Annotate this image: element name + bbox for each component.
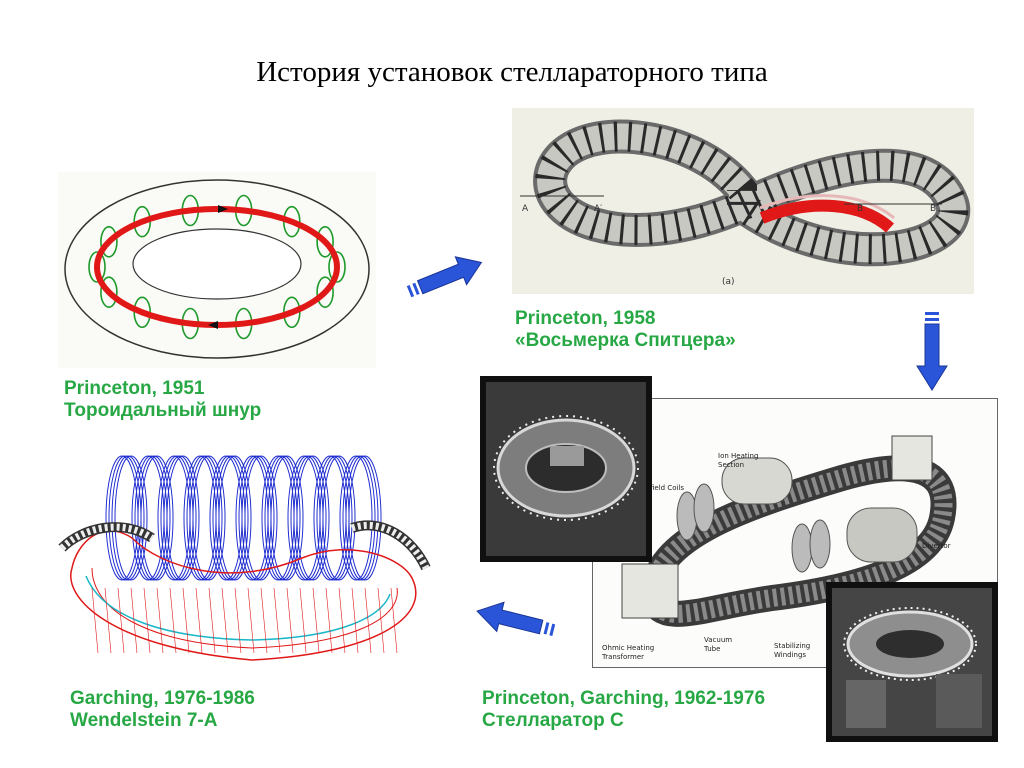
- arrow-right-icon: [404, 252, 492, 300]
- mesh-line: [247, 587, 255, 654]
- label-a-prime: A′: [594, 204, 602, 214]
- mesh-line: [195, 587, 203, 654]
- label-vacuum-2: Tube: [703, 645, 720, 653]
- mesh-line: [169, 587, 177, 654]
- mesh-line: [117, 587, 125, 654]
- label-stabilizing-2: Windings: [774, 651, 806, 659]
- torus-1951-figure: [58, 172, 376, 368]
- label-ohmic-2: Transformer: [601, 653, 644, 661]
- coil-ring: [192, 455, 226, 581]
- mesh-line: [351, 587, 359, 654]
- mesh-line: [364, 587, 372, 654]
- coil-ring: [244, 455, 278, 581]
- mesh-line: [325, 587, 333, 654]
- coil-ring: [322, 455, 356, 581]
- stellarator-c-photo-1: [480, 376, 652, 562]
- coil-ring: [339, 455, 373, 581]
- caption-wendelstein-7a: Garching, 1976-1986 Wendelstein 7-A: [70, 688, 255, 731]
- coil-ring: [140, 455, 174, 581]
- label-stabilizing-1: Stabilizing: [774, 642, 810, 650]
- label-ion-heating-1: Ion Heating: [718, 452, 758, 460]
- coil-ring: [319, 455, 353, 581]
- field-loop: [100, 226, 118, 258]
- coil-ring: [114, 455, 148, 581]
- coil-ring: [296, 455, 330, 581]
- slide-title: История установок стеллараторного типа: [256, 56, 768, 88]
- coil-ring: [261, 455, 295, 581]
- coil-ring: [241, 455, 275, 581]
- coil-ring: [215, 455, 249, 581]
- coil-ring: [189, 455, 223, 581]
- label-b-prime: B′: [930, 204, 938, 214]
- coil-ring: [111, 455, 145, 581]
- label-divertor: Divertor: [922, 542, 951, 550]
- mesh-line: [91, 587, 99, 654]
- mesh-line: [390, 587, 398, 654]
- mesh-line: [273, 587, 281, 654]
- caption-princeton-1958: Princeton, 1958 «Восьмерка Спитцера»: [515, 308, 736, 351]
- coil-ring: [218, 455, 252, 581]
- label-field-coils: field Coils: [650, 484, 684, 492]
- mesh-line: [182, 587, 190, 654]
- coil-ring: [348, 455, 382, 581]
- coil-ring: [270, 455, 304, 581]
- coil-ring: [137, 455, 171, 581]
- coil-ring: [293, 455, 327, 581]
- stellarator-c-photo-2: [826, 582, 998, 742]
- coil-ring: [209, 455, 243, 581]
- field-loop: [316, 226, 334, 258]
- mesh-line: [208, 587, 216, 654]
- label-ion-heating-2: Section: [718, 461, 744, 469]
- mesh-line: [143, 587, 151, 654]
- mesh-line: [104, 587, 112, 654]
- mesh-line: [221, 587, 229, 654]
- field-loop: [316, 276, 334, 308]
- coil-set: [105, 455, 382, 581]
- mesh-line: [130, 587, 138, 654]
- coil-ring: [313, 455, 347, 581]
- mesh-line: [260, 587, 268, 654]
- coil-ring: [166, 455, 200, 581]
- coil-ring: [163, 455, 197, 581]
- arrow-down-icon: [914, 310, 950, 392]
- mesh-line: [377, 587, 385, 654]
- field-loop: [328, 251, 346, 283]
- arrow-left-icon: [470, 598, 556, 642]
- mesh-line: [156, 587, 164, 654]
- mesh-line: [338, 587, 346, 654]
- mesh-line: [312, 587, 320, 654]
- coil-ring: [345, 455, 379, 581]
- label-vacuum-1: Vacuum: [704, 636, 732, 644]
- coil-ring: [157, 455, 191, 581]
- coil-ring: [131, 455, 165, 581]
- coil-ring: [342, 455, 376, 581]
- wendelstein-7a-figure: [52, 448, 436, 670]
- coil-ring: [235, 455, 269, 581]
- figure-eight-1958-figure: A A′ B B′ (a): [512, 108, 974, 294]
- plasma-mesh: [91, 587, 398, 654]
- label-b: B: [857, 204, 863, 214]
- label-ohmic-1: Ohmic Heating: [602, 644, 654, 652]
- label-a: A: [522, 204, 529, 214]
- caption-princeton-1951: Princeton, 1951 Тороидальный шнур: [64, 378, 262, 421]
- mesh-line: [286, 587, 294, 654]
- coil-ring: [105, 455, 139, 581]
- caption-stellarator-c: Princeton, Garching, 1962-1976 Стелларат…: [482, 688, 766, 731]
- coil-ring: [267, 455, 301, 581]
- mesh-line: [234, 587, 242, 654]
- coil-ring: [183, 455, 217, 581]
- field-loop: [88, 251, 106, 283]
- field-loop: [100, 276, 118, 308]
- label-panel-a: (a): [722, 277, 735, 287]
- mesh-line: [299, 587, 307, 654]
